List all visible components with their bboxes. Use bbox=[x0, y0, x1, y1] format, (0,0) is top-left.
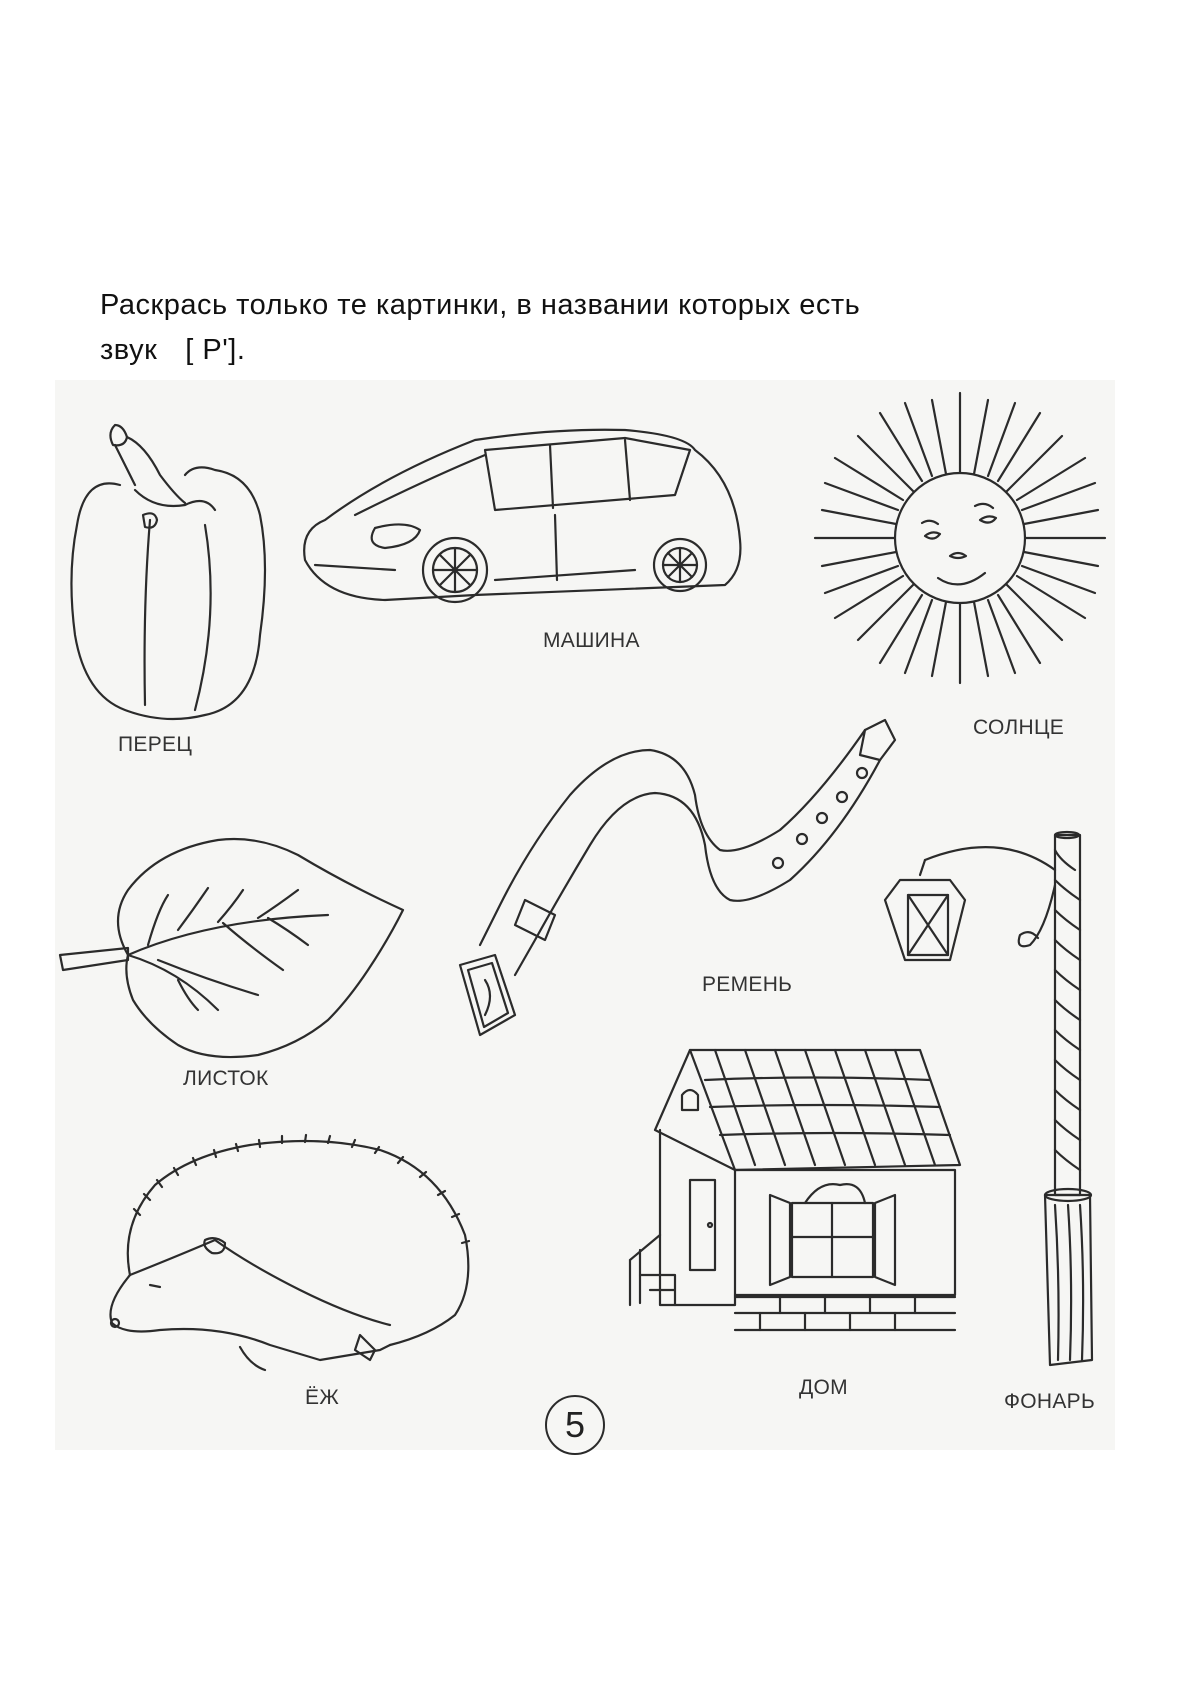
sun-drawing[interactable] bbox=[810, 388, 1110, 688]
label-pepper: ПЕРЕЦ bbox=[118, 733, 193, 756]
instruction-prefix: звук bbox=[100, 334, 158, 366]
pepper-drawing[interactable] bbox=[65, 415, 267, 725]
label-sun: СОЛНЦЕ bbox=[973, 716, 1065, 739]
label-hedgehog: ЁЖ bbox=[305, 1386, 340, 1409]
instruction-line-2: звук [ Р']. bbox=[100, 328, 1060, 373]
leaf-drawing[interactable] bbox=[58, 830, 408, 1070]
target-sound: [ Р']. bbox=[185, 334, 246, 366]
page-number: 5 bbox=[545, 1395, 605, 1455]
instruction-line-1: Раскрась только те картинки, в названии … bbox=[100, 289, 861, 321]
task-instruction: Раскрась только те картинки, в названии … bbox=[100, 283, 1060, 373]
hedgehog-drawing[interactable] bbox=[100, 1125, 480, 1385]
worksheet-background bbox=[55, 380, 1115, 1450]
house-drawing[interactable] bbox=[620, 1045, 962, 1335]
belt-drawing[interactable] bbox=[440, 715, 900, 1055]
car-drawing[interactable] bbox=[295, 420, 745, 620]
label-car: МАШИНА bbox=[543, 629, 640, 652]
page-number-value: 5 bbox=[564, 1404, 586, 1445]
label-lantern: ФОНАРЬ bbox=[1004, 1390, 1096, 1413]
label-leaf: ЛИСТОК bbox=[183, 1067, 269, 1090]
label-belt: РЕМЕНЬ bbox=[702, 973, 793, 996]
label-house: ДОМ bbox=[799, 1376, 848, 1399]
lantern-drawing[interactable] bbox=[870, 830, 1100, 1385]
